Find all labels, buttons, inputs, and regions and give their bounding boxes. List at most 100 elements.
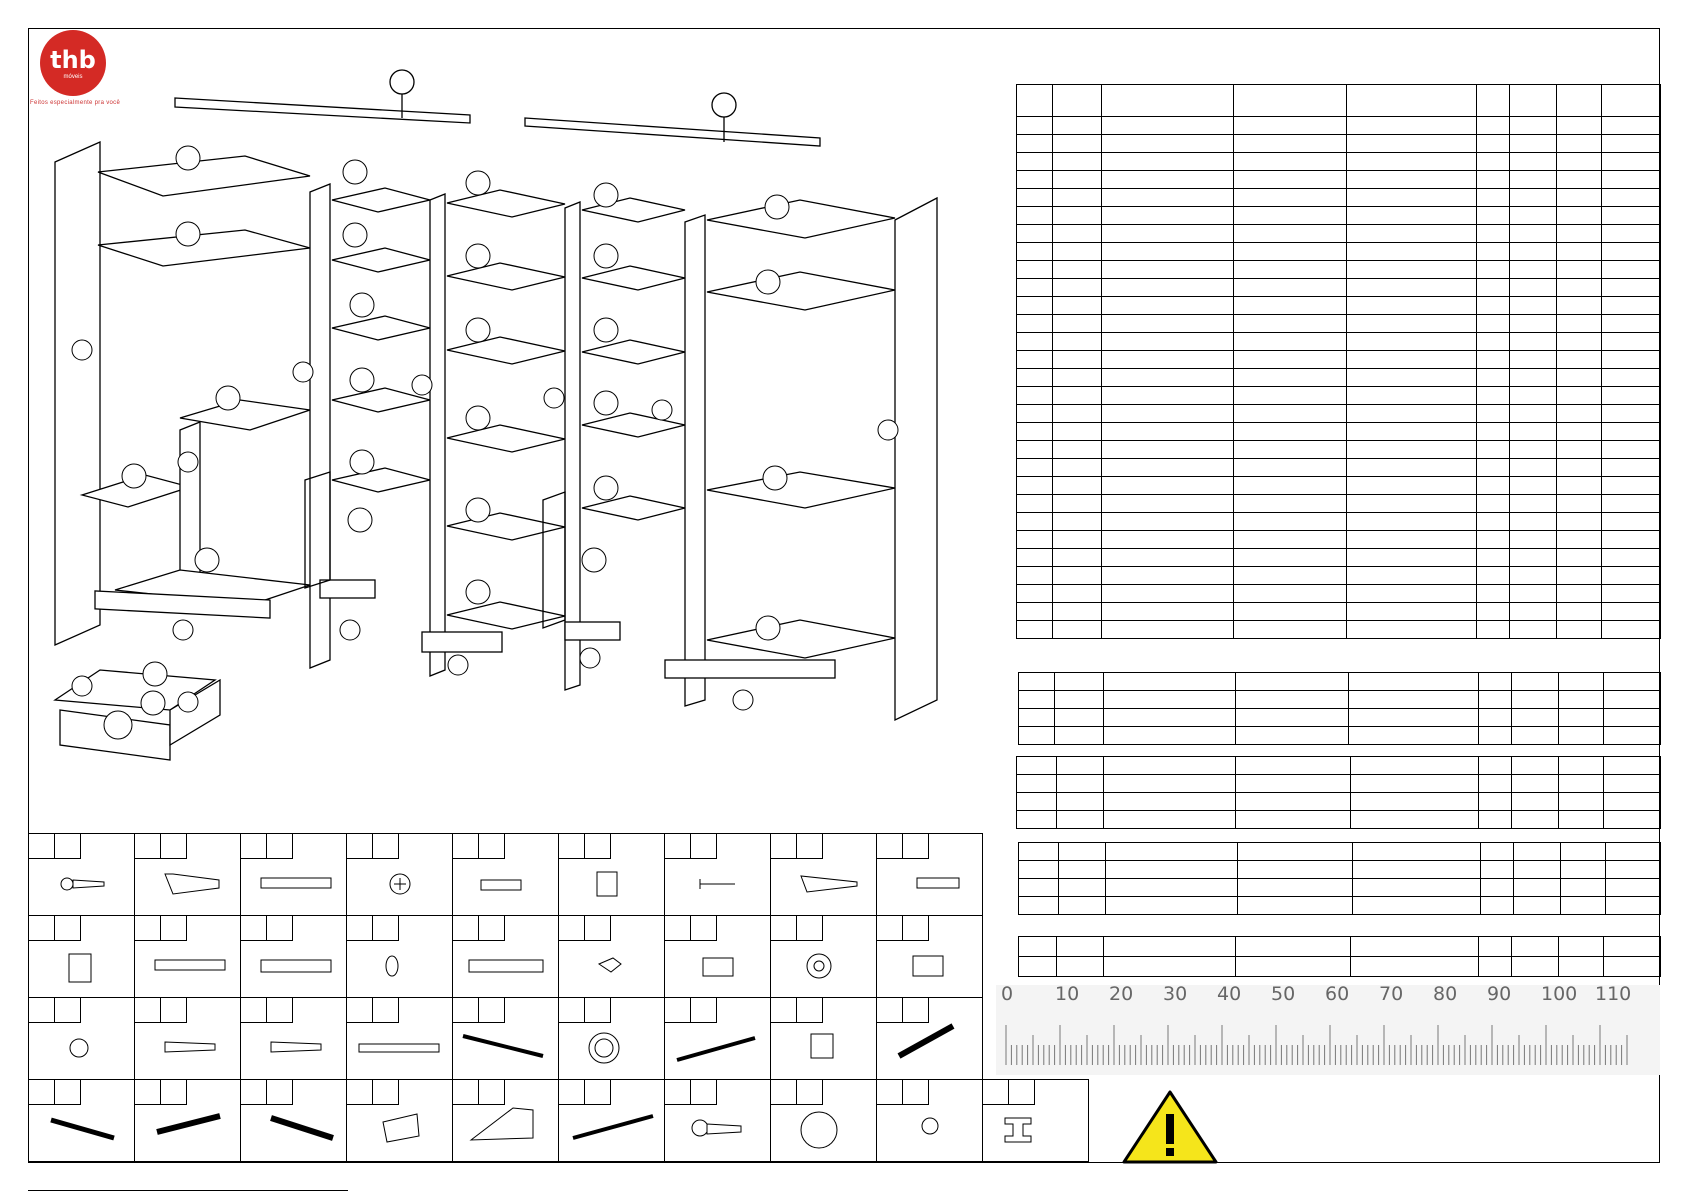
hardware-qty-box [160, 833, 187, 859]
hardware-qty-box [372, 915, 399, 941]
ruler-label: 100 [1541, 983, 1578, 1005]
hardware-qty-box [54, 997, 81, 1023]
hardware-cell [664, 915, 771, 998]
hardware-qty-box [1008, 1079, 1035, 1105]
ruler-label: 40 [1217, 983, 1242, 1005]
assembly-drawing [53, 69, 938, 761]
hardware-cell [452, 833, 559, 916]
warning-triangle-icon [1122, 1090, 1218, 1164]
chipboard-screw-2-icon [270, 1041, 322, 1053]
parts-table-2 [1018, 672, 1661, 745]
hardware-qty-box [584, 997, 611, 1023]
hinge-icon [260, 959, 332, 973]
hardware-qty-box [796, 997, 823, 1023]
hardware-cell [452, 915, 559, 998]
drawer-slide-icon [897, 1023, 955, 1059]
corner-block-icon [469, 1107, 534, 1141]
hardware-qty-box [54, 1079, 81, 1105]
wood-dowel-icon [480, 879, 522, 891]
hardware-qty-box [902, 997, 929, 1023]
hardware-cell [876, 915, 983, 998]
parts-table-5 [1018, 936, 1661, 977]
ruler-label: 50 [1271, 983, 1296, 1005]
hardware-qty-box [372, 833, 399, 859]
hardware-cell [240, 997, 347, 1080]
hardware-qty-box [160, 1079, 187, 1105]
hardware-qty-box [266, 1079, 293, 1105]
long-screw-icon [154, 959, 226, 971]
ruler-label: 0 [1001, 983, 1014, 1005]
hardware-cell [664, 997, 771, 1080]
ruler-label: 30 [1163, 983, 1188, 1005]
hardware-qty-box [796, 915, 823, 941]
hardware-qty-box [478, 997, 505, 1023]
ruler-label: 60 [1325, 983, 1350, 1005]
ruler-label: 80 [1433, 983, 1458, 1005]
hardware-qty-box [266, 915, 293, 941]
ruler-scale [996, 985, 1660, 1075]
hardware-qty-box [902, 1079, 929, 1105]
brand-logo-text: thb [50, 46, 96, 74]
dowel-pin-icon [916, 877, 960, 889]
hinge-arm-icon [468, 959, 544, 973]
hardware-cell [134, 997, 241, 1080]
parts-table-4 [1018, 842, 1661, 915]
angle-clip-icon [702, 957, 734, 977]
hardware-cell [558, 1079, 665, 1162]
hardware-cell [346, 915, 453, 998]
hardware-qty-box [54, 915, 81, 941]
drawer-slide-rail-icon [270, 1115, 334, 1141]
double-dowel-icon [260, 877, 332, 889]
hardware-qty-box [478, 1079, 505, 1105]
hardware-cell [240, 915, 347, 998]
hardware-cell [28, 1079, 135, 1162]
hardware-cell [28, 997, 135, 1080]
h-connector-icon [1004, 1117, 1032, 1143]
hardware-qty-box [796, 1079, 823, 1105]
hardware-cell [664, 1079, 771, 1162]
ruler-label: 10 [1055, 983, 1080, 1005]
hardware-cell [558, 997, 665, 1080]
label-tab-icon [810, 1033, 834, 1059]
hardware-cell [452, 997, 559, 1080]
hardware-cell [982, 1079, 1089, 1162]
hardware-cell [134, 915, 241, 998]
hardware-cell [770, 833, 877, 916]
hardware-qty-box [160, 997, 187, 1023]
countersunk-screw-icon [164, 873, 220, 895]
hardware-qty-box [478, 915, 505, 941]
hardware-cell [876, 1079, 983, 1162]
hardware-cell [346, 997, 453, 1080]
hardware-qty-box [902, 833, 929, 859]
hardware-cell [28, 915, 135, 998]
hardware-cell [240, 1079, 347, 1162]
hardware-qty-box [160, 915, 187, 941]
cap-icon [69, 1038, 89, 1058]
hardware-qty-box [902, 915, 929, 941]
hardware-qty-box [54, 833, 81, 859]
hardware-cell [134, 1079, 241, 1162]
hanging-rail-icon [462, 1034, 544, 1058]
hardware-qty-box [266, 833, 293, 859]
hardware-qty-box [372, 997, 399, 1023]
corner-bracket-icon [596, 871, 618, 897]
hardware-qty-box [478, 833, 505, 859]
hardware-qty-box [690, 833, 717, 859]
hardware-cell [346, 1079, 453, 1162]
hardware-cell [876, 997, 983, 1080]
flat-screw-icon [800, 875, 858, 893]
cam-disc-icon [806, 953, 832, 979]
small-cap-icon [921, 1117, 939, 1135]
hardware-cell [558, 915, 665, 998]
hardware-qty-box [690, 915, 717, 941]
ruler-label: 20 [1109, 983, 1134, 1005]
brand-tagline: Feitos especialmente pra você [30, 100, 121, 106]
hardware-cell [346, 833, 453, 916]
hardware-cell [558, 833, 665, 916]
cam-lock-icon [389, 873, 411, 895]
hardware-cell [240, 833, 347, 916]
rod-icon [676, 1036, 756, 1062]
hardware-qty-box [584, 833, 611, 859]
hardware-cell [770, 1079, 877, 1162]
